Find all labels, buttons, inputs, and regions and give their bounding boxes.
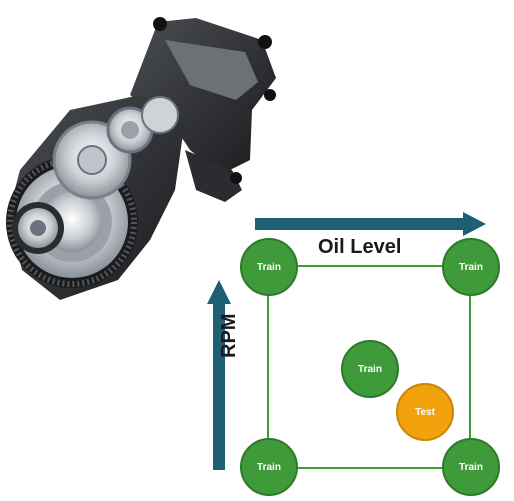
y-axis-label: RPM xyxy=(218,313,240,358)
bracket-shape xyxy=(130,17,276,202)
x-axis-arrow xyxy=(255,212,486,236)
train-node-top-left: Train xyxy=(240,238,298,296)
train-node-top-right: Train xyxy=(442,238,500,296)
quadrant-frame xyxy=(267,265,471,469)
front-gear xyxy=(12,202,64,254)
train-node-bottom-left: Train xyxy=(240,438,298,496)
train-node-center: Train xyxy=(341,340,399,398)
upper-gears xyxy=(52,96,179,200)
train-node-bottom-right: Train xyxy=(442,438,500,496)
x-axis-label: Oil Level xyxy=(318,236,402,258)
y-axis-arrow xyxy=(207,280,231,470)
test-node: Test xyxy=(396,383,454,441)
